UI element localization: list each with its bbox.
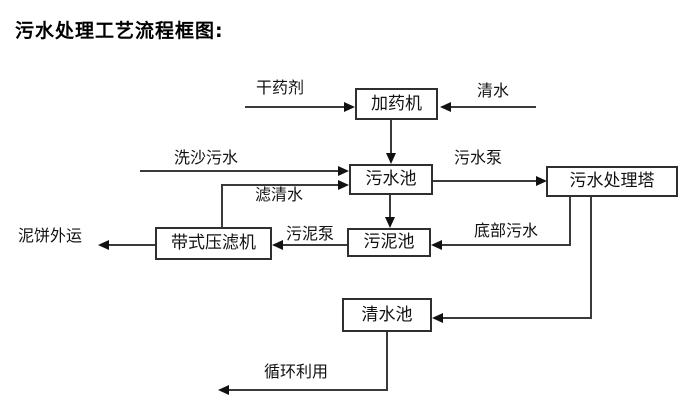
- page-title: 污水处理工艺流程框图:: [15, 20, 224, 42]
- edge-label-mud-cake-out: 泥饼外运: [18, 226, 83, 245]
- edge-sewage-to-sludge-arrowhead: [385, 217, 395, 228]
- node-sludge-pool: 污泥池: [347, 228, 431, 257]
- edge-bottom-sewage-arrowhead: [431, 240, 442, 250]
- node-belt-filter-press: 带式压滤机: [155, 227, 272, 260]
- edge-bottom-sewage-vline: [569, 197, 571, 246]
- node-dosing-machine: 加药机: [355, 88, 438, 120]
- edge-sewage-pump-arrowhead: [536, 176, 547, 186]
- edge-recycle-line: [229, 389, 388, 391]
- edge-clean-water-line: [451, 106, 536, 108]
- edge-clean-water-arrowhead: [440, 102, 451, 112]
- edge-recycle-vline: [386, 332, 388, 391]
- edge-sewage-to-sludge-line: [389, 195, 391, 217]
- edge-dosing-to-sewage-line: [390, 120, 392, 154]
- node-clean-water-pool: 清水池: [342, 298, 432, 332]
- edge-filtered-water-vline: [221, 184, 223, 227]
- edge-sand-washing-arrowhead: [338, 166, 349, 176]
- edge-label-recycle: 循环利用: [264, 362, 329, 381]
- edge-sludge-pump-arrowhead: [272, 240, 283, 250]
- edge-bottom-sewage-line: [442, 244, 571, 246]
- edge-sand-washing-line: [140, 170, 338, 172]
- edge-tower-to-clean-line: [443, 317, 592, 319]
- edge-label-sludge-pump: 污泥泵: [286, 224, 335, 243]
- edge-filtered-water-arrowhead: [338, 180, 349, 190]
- edge-label-clean-water: 清水: [477, 81, 510, 100]
- edge-tower-to-clean-arrowhead: [432, 313, 443, 323]
- edge-sewage-pump-line: [433, 180, 536, 182]
- edge-label-sewage-pump: 污水泵: [454, 148, 503, 167]
- node-treatment-tower: 污水处理塔: [546, 166, 678, 197]
- edge-recycle-arrowhead: [218, 385, 229, 395]
- edge-mud-cake-line: [109, 244, 155, 246]
- edge-mud-cake-arrowhead: [98, 240, 109, 250]
- edge-tower-to-clean-vline: [590, 197, 592, 319]
- edge-label-bottom-sewage: 底部污水: [474, 221, 539, 240]
- edge-dry-chemical-arrowhead: [344, 102, 355, 112]
- edge-dosing-to-sewage-arrowhead: [386, 153, 396, 164]
- edge-dry-chemical-line: [245, 106, 344, 108]
- edge-filtered-water-line: [221, 184, 338, 186]
- node-sewage-pool: 污水池: [349, 164, 433, 195]
- edge-sludge-pump-line: [283, 244, 347, 246]
- edge-label-dry-chemical: 干药剂: [256, 78, 305, 97]
- edge-label-sand-washing-sewage: 洗沙污水: [174, 148, 239, 167]
- edge-label-filtered-water: 滤清水: [255, 185, 304, 204]
